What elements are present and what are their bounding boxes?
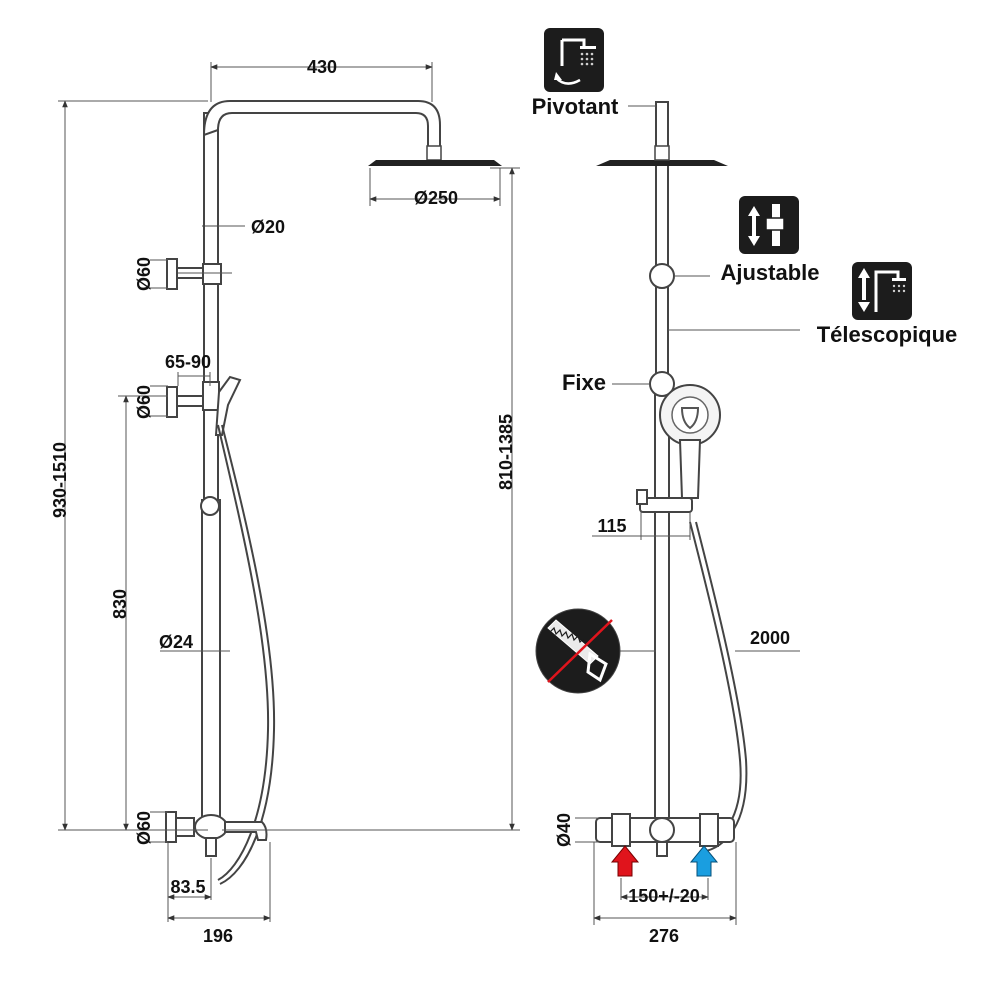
front-view-dimensions	[575, 105, 800, 925]
label-head-diameter: Ø250	[414, 188, 458, 208]
label-total-height: 930-1510	[50, 442, 70, 518]
label-holder-offset: 115	[597, 516, 626, 536]
label-valve-diameter: Ø40	[554, 813, 574, 847]
label-arm-length: 430	[307, 57, 337, 77]
label-holder-range: 65-90	[165, 352, 211, 372]
label-head-height: 810-1385	[496, 414, 516, 490]
front-head-connector	[654, 145, 670, 161]
label-hose-length: 2000	[750, 628, 790, 648]
mixer-stem	[205, 837, 217, 857]
shower-arm	[202, 100, 441, 149]
telescopic-joint	[200, 496, 220, 516]
rotate-shower-icon	[544, 28, 604, 92]
label-mixer-width: 276	[649, 926, 679, 946]
label-center-distance: 150+/-20	[628, 886, 700, 906]
hand-shower-front	[659, 384, 721, 499]
bracket-top-clamp	[202, 263, 222, 285]
column-upper	[203, 112, 219, 504]
label-fixed: Fixe	[562, 370, 606, 395]
label-adjustable: Ajustable	[720, 260, 819, 285]
label-spout-offset: 83.5	[170, 877, 205, 897]
label-pipe-diameter-top: Ø20	[251, 217, 285, 237]
bath-spout	[224, 821, 268, 841]
thermostat-knob-right	[699, 813, 719, 847]
hose-side-inner	[219, 424, 276, 885]
front-column-lower	[654, 383, 670, 819]
hand-shower-handle	[678, 439, 702, 499]
label-pivot: Pivotant	[532, 94, 619, 119]
rain-shower-head-side	[368, 160, 502, 166]
label-lower-height: 830	[110, 589, 130, 619]
hand-shower-side	[214, 375, 242, 436]
hand-shower-logo	[680, 407, 700, 430]
bracket-mid-clamp	[202, 381, 220, 411]
hose-front	[689, 521, 742, 847]
column-lower	[201, 499, 221, 823]
label-mixer-bracket: Ø60	[134, 811, 154, 845]
bracket-mid-arm	[176, 395, 205, 407]
front-column-top	[655, 101, 669, 269]
label-bracket-top: Ø60	[134, 257, 154, 291]
wall-bracket-mid	[166, 386, 178, 418]
mixer-wall-plate	[165, 811, 177, 843]
label-telescopic: Télescopique	[817, 322, 958, 347]
mixer-body	[194, 814, 228, 840]
hose-front-inner	[695, 521, 748, 853]
thermostat-stem	[656, 841, 668, 857]
side-view-dimensions	[58, 62, 520, 922]
holder-knob	[636, 489, 648, 505]
cold-water-arrow-icon	[689, 845, 719, 877]
label-bracket-mid: Ø60	[134, 385, 154, 419]
mixer-nut	[175, 817, 195, 837]
front-view	[595, 101, 748, 877]
label-pipe-diameter-bottom: Ø24	[159, 632, 193, 652]
hose-side	[217, 424, 270, 881]
telescopic-icon	[852, 262, 912, 320]
hand-shower-inner	[671, 396, 709, 434]
thermostat-outlet	[649, 817, 675, 843]
rain-shower-head-front	[596, 160, 728, 166]
hot-water-arrow-icon	[610, 845, 640, 877]
label-spout-length: 196	[203, 926, 233, 946]
adjustable-bracket	[649, 263, 675, 289]
no-cut-saw-icon	[535, 608, 621, 694]
thermostat-knob-left	[611, 813, 631, 847]
head-connector	[426, 145, 442, 161]
wall-bracket-top	[166, 258, 178, 290]
adjustable-slider-icon	[739, 196, 799, 254]
side-view	[165, 100, 502, 885]
